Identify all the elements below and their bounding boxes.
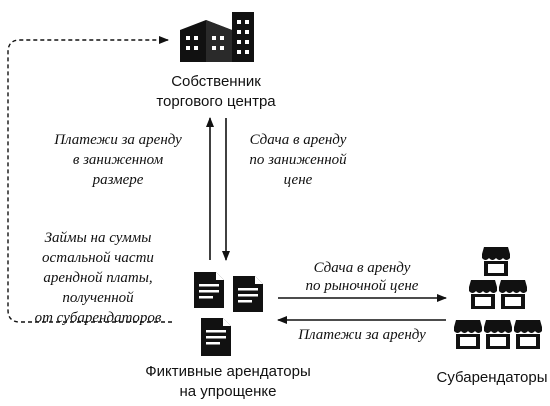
document-icon [233,276,263,312]
store-icon [499,280,527,309]
store-icon [482,247,510,276]
lease-market-line1: Сдача в аренду [314,260,411,276]
document-icon [194,272,224,308]
loans-dashed-arrow [7,36,172,323]
rent-payments-up-line1: Платежи за аренду [53,132,182,148]
tenants-label-line2: на упрощенке [180,383,277,400]
rent-payments-left-line1: Платежи за аренду [297,327,426,343]
loans-line5: от субарендаторов [35,310,162,326]
loans-line3: арендной платы, [43,270,152,286]
lease-down-line3: цене [284,172,313,188]
lease-down-line2: по заниженной [249,152,347,168]
tenants-label-line1: Фиктивные арендаторы [145,363,311,380]
loans-line4: полученной [62,290,134,306]
building-icon [180,12,254,62]
lease-down-line1: Сдача в аренду [250,132,347,148]
owner-label-line2: торгового центра [156,93,276,110]
store-icon [514,320,542,349]
rent-payments-up-line3: размере [92,172,144,188]
rent-payments-up-line2: в заниженном [73,152,164,168]
store-icon [454,320,482,349]
subtenants-label: Субарендаторы [437,369,548,386]
document-icon [201,318,231,356]
owner-label-line1: Собственник [171,73,261,90]
store-icon [484,320,512,349]
lease-market-line2: по рыночной цене [306,278,419,294]
store-icon [469,280,497,309]
loans-line2: остальной части [42,250,154,266]
loans-line1: Займы на суммы [45,230,152,246]
